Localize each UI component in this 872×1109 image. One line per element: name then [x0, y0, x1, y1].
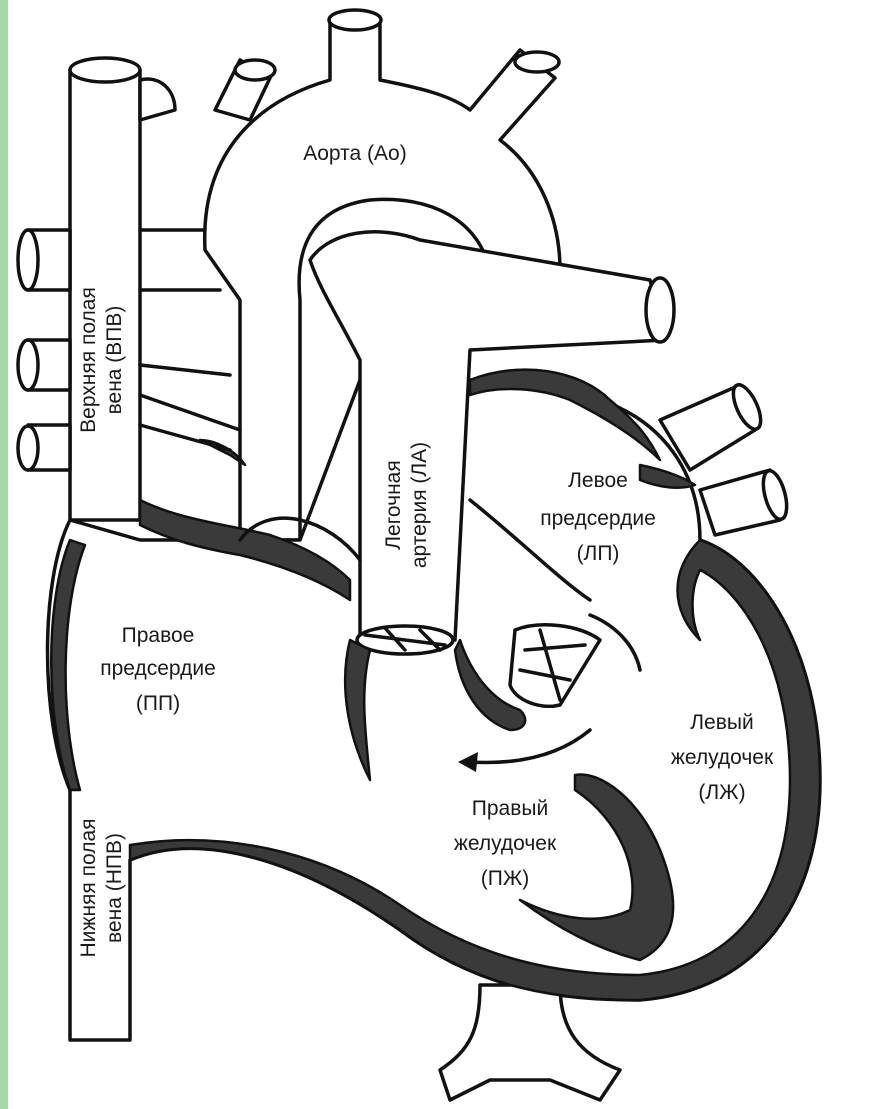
label-la-line2: предсердие — [540, 507, 656, 530]
label-svc-line1: Верхняя полая — [77, 287, 100, 433]
label-rv-line1: Правый — [472, 797, 548, 820]
label-lv-line3: (ЛЖ) — [698, 781, 745, 804]
label-lv-line1: Левый — [690, 711, 753, 734]
label-lv-line2: желудочек — [671, 746, 774, 769]
label-pa-line2: артерия (ЛА) — [408, 442, 431, 568]
label-la-line1: Левое — [568, 469, 628, 492]
label-ivc-line1: Нижняя полая — [77, 818, 100, 957]
label-ra-line2: предсердие — [100, 657, 216, 680]
label-rv-line3: (ПЖ) — [481, 867, 529, 890]
label-ivc-line2: вена (НПВ) — [103, 833, 126, 943]
label-ra-line1: Правое — [122, 624, 195, 647]
label-pa-line1: Легочная — [382, 460, 405, 549]
label-la-line3: (ЛП) — [577, 542, 620, 565]
label-aorta: Аорта (Ао) — [303, 142, 406, 165]
label-svc-line2: вена (ВПВ) — [103, 306, 126, 415]
label-ra-line3: (ПП) — [136, 692, 180, 715]
label-rv-line2: желудочек — [454, 832, 557, 855]
inferior-vena-cava-bottom — [440, 985, 620, 1100]
